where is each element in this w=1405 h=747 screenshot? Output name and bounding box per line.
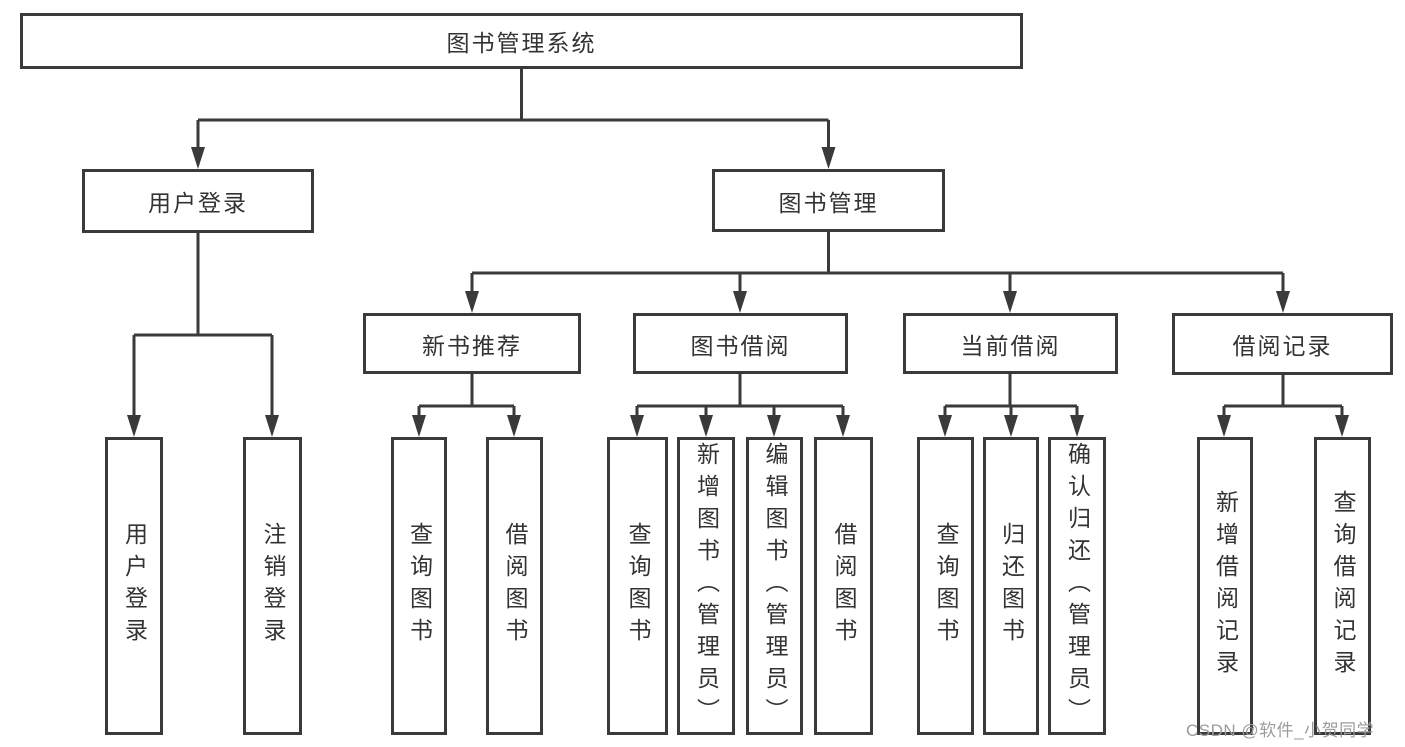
csdn-watermark: CSDN @软件_小贺同学 (1186, 721, 1375, 740)
node-new-book-rec: 新书推荐 (363, 313, 581, 374)
node-book-mgmt-label: 图书管理 (778, 189, 879, 216)
node-user-login-label: 用户登录 (148, 190, 248, 216)
arrowhead (265, 415, 279, 437)
arrowhead (938, 415, 952, 437)
leaf-query-books-rec-label: 查询图书 (406, 522, 433, 650)
connector-book-mgmt-to-level3 (465, 232, 1290, 313)
leaf-query-books-borrow-label: 查询图书 (625, 522, 651, 650)
leaf-return-books-label: 归还图书 (998, 522, 1025, 650)
leaf-query-books-current: 查询图书 (917, 437, 974, 735)
arrowhead (630, 415, 644, 437)
arrowhead (1276, 291, 1290, 313)
leaf-borrow-books-label: 借阅图书 (831, 522, 857, 650)
leaf-query-books-rec: 查询图书 (391, 437, 447, 735)
arrowhead (1335, 415, 1349, 437)
arrowhead (1217, 415, 1231, 437)
node-library-system: 图书管理系统 (20, 13, 1023, 69)
connector-line (943, 374, 1079, 429)
node-current-borrow: 当前借阅 (903, 313, 1118, 374)
arrowhead (507, 415, 521, 437)
arrowhead (1070, 415, 1084, 437)
connector-line (132, 233, 274, 429)
arrowhead (191, 147, 205, 169)
connector-line (1222, 375, 1344, 429)
leaf-add-books-admin: 新增图书（管理员） (677, 437, 735, 735)
leaf-return-books: 归还图书 (983, 437, 1039, 735)
connector-line (635, 374, 845, 429)
connector-user-login-to-leaves (127, 233, 279, 437)
leaf-user-login: 用户登录 (105, 437, 163, 735)
connector-borrow-records-to-leaves (1217, 375, 1349, 437)
node-book-borrow-label: 图书借阅 (690, 332, 791, 359)
arrowhead (127, 415, 141, 437)
arrowhead (699, 415, 713, 437)
arrowhead (1003, 291, 1017, 313)
node-current-borrow-label: 当前借阅 (960, 332, 1061, 359)
leaf-confirm-return-admin-label: 确认归还（管理员） (1064, 442, 1091, 730)
node-library-system-label: 图书管理系统 (446, 30, 597, 56)
leaf-query-books-borrow: 查询图书 (607, 437, 668, 735)
leaf-edit-books-admin-label: 编辑图书（管理员） (762, 442, 788, 730)
arrowhead (821, 147, 836, 169)
leaf-borrow-books-rec: 借阅图书 (486, 437, 543, 735)
connector-new-book-rec-to-leaves (412, 374, 521, 437)
arrowhead (1004, 415, 1018, 437)
node-new-book-rec-label: 新书推荐 (422, 332, 522, 359)
leaf-logout: 注销登录 (243, 437, 302, 735)
node-user-login: 用户登录 (82, 169, 314, 233)
connector-line (470, 232, 1285, 305)
leaf-query-borrow-record-label: 查询借阅记录 (1330, 490, 1356, 682)
leaf-add-borrow-record: 新增借阅记录 (1197, 437, 1253, 735)
arrowhead (465, 291, 479, 313)
arrowhead (733, 291, 747, 313)
connector-book-borrow-to-leaves (630, 374, 850, 437)
connector-root-to-level2 (191, 69, 836, 169)
arrowhead (767, 415, 781, 437)
node-borrow-records: 借阅记录 (1172, 313, 1393, 375)
node-book-mgmt: 图书管理 (712, 169, 945, 232)
leaf-confirm-return-admin: 确认归还（管理员） (1048, 437, 1106, 735)
connector-current-borrow-to-leaves (938, 374, 1084, 437)
leaf-add-books-admin-label: 新增图书（管理员） (693, 442, 720, 730)
connector-line (196, 69, 830, 161)
connector-line (417, 374, 516, 429)
leaf-logout-label: 注销登录 (260, 522, 286, 650)
leaf-edit-books-admin: 编辑图书（管理员） (746, 437, 803, 735)
leaf-borrow-books-rec-label: 借阅图书 (502, 522, 528, 650)
leaf-query-borrow-record: 查询借阅记录 (1314, 437, 1371, 735)
node-book-borrow: 图书借阅 (633, 313, 848, 374)
leaf-borrow-books: 借阅图书 (814, 437, 873, 735)
leaf-add-borrow-record-label: 新增借阅记录 (1212, 490, 1239, 682)
arrowhead (836, 415, 850, 437)
arrowhead (412, 415, 426, 437)
leaf-user-login-label: 用户登录 (121, 522, 148, 650)
leaf-query-books-current-label: 查询图书 (933, 522, 959, 650)
node-borrow-records-label: 借阅记录 (1232, 333, 1333, 359)
